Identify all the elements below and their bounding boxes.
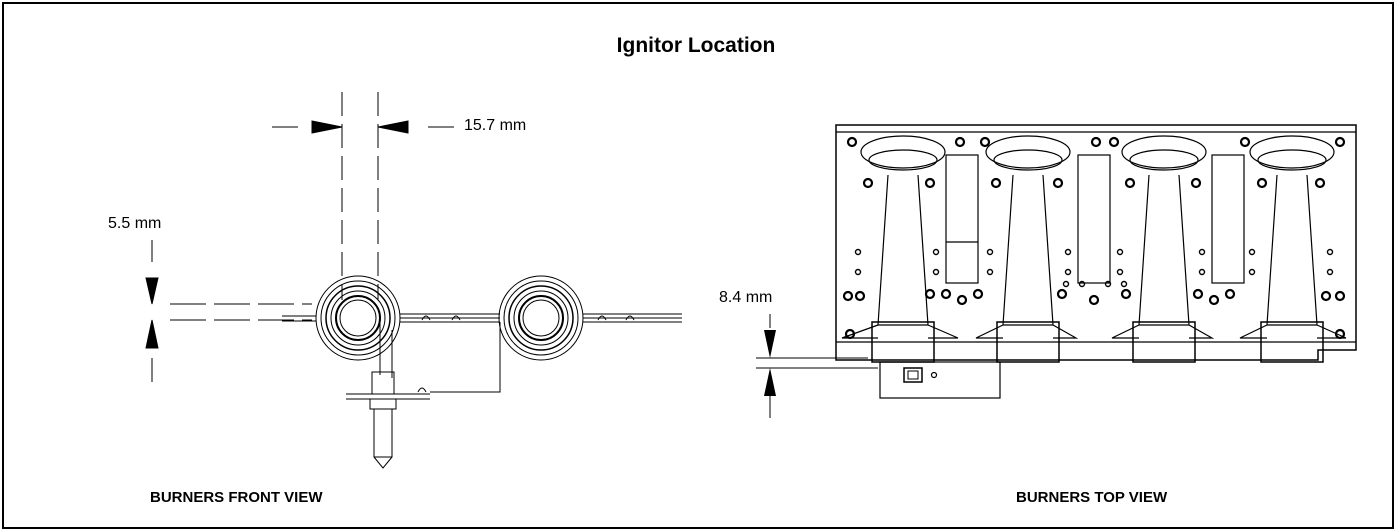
front-horizontal-dimension-label: 15.7 mm bbox=[464, 117, 527, 134]
venturi-1 bbox=[841, 135, 959, 363]
front-vertical-dimension-label: 5.5 mm bbox=[108, 215, 162, 232]
diagram-title: Ignitor Location bbox=[616, 34, 776, 57]
top-vertical-dimension-label: 8.4 mm bbox=[719, 289, 773, 306]
front-view-drawing bbox=[145, 92, 682, 469]
venturi-2 bbox=[975, 135, 1079, 363]
top-view-drawing bbox=[756, 124, 1357, 418]
venturi-3 bbox=[1111, 135, 1215, 363]
top-view-caption: BURNERS TOP VIEW bbox=[1016, 489, 1168, 506]
front-view-caption: BURNERS FRONT VIEW bbox=[150, 489, 323, 506]
venturi-4 bbox=[1239, 135, 1347, 363]
